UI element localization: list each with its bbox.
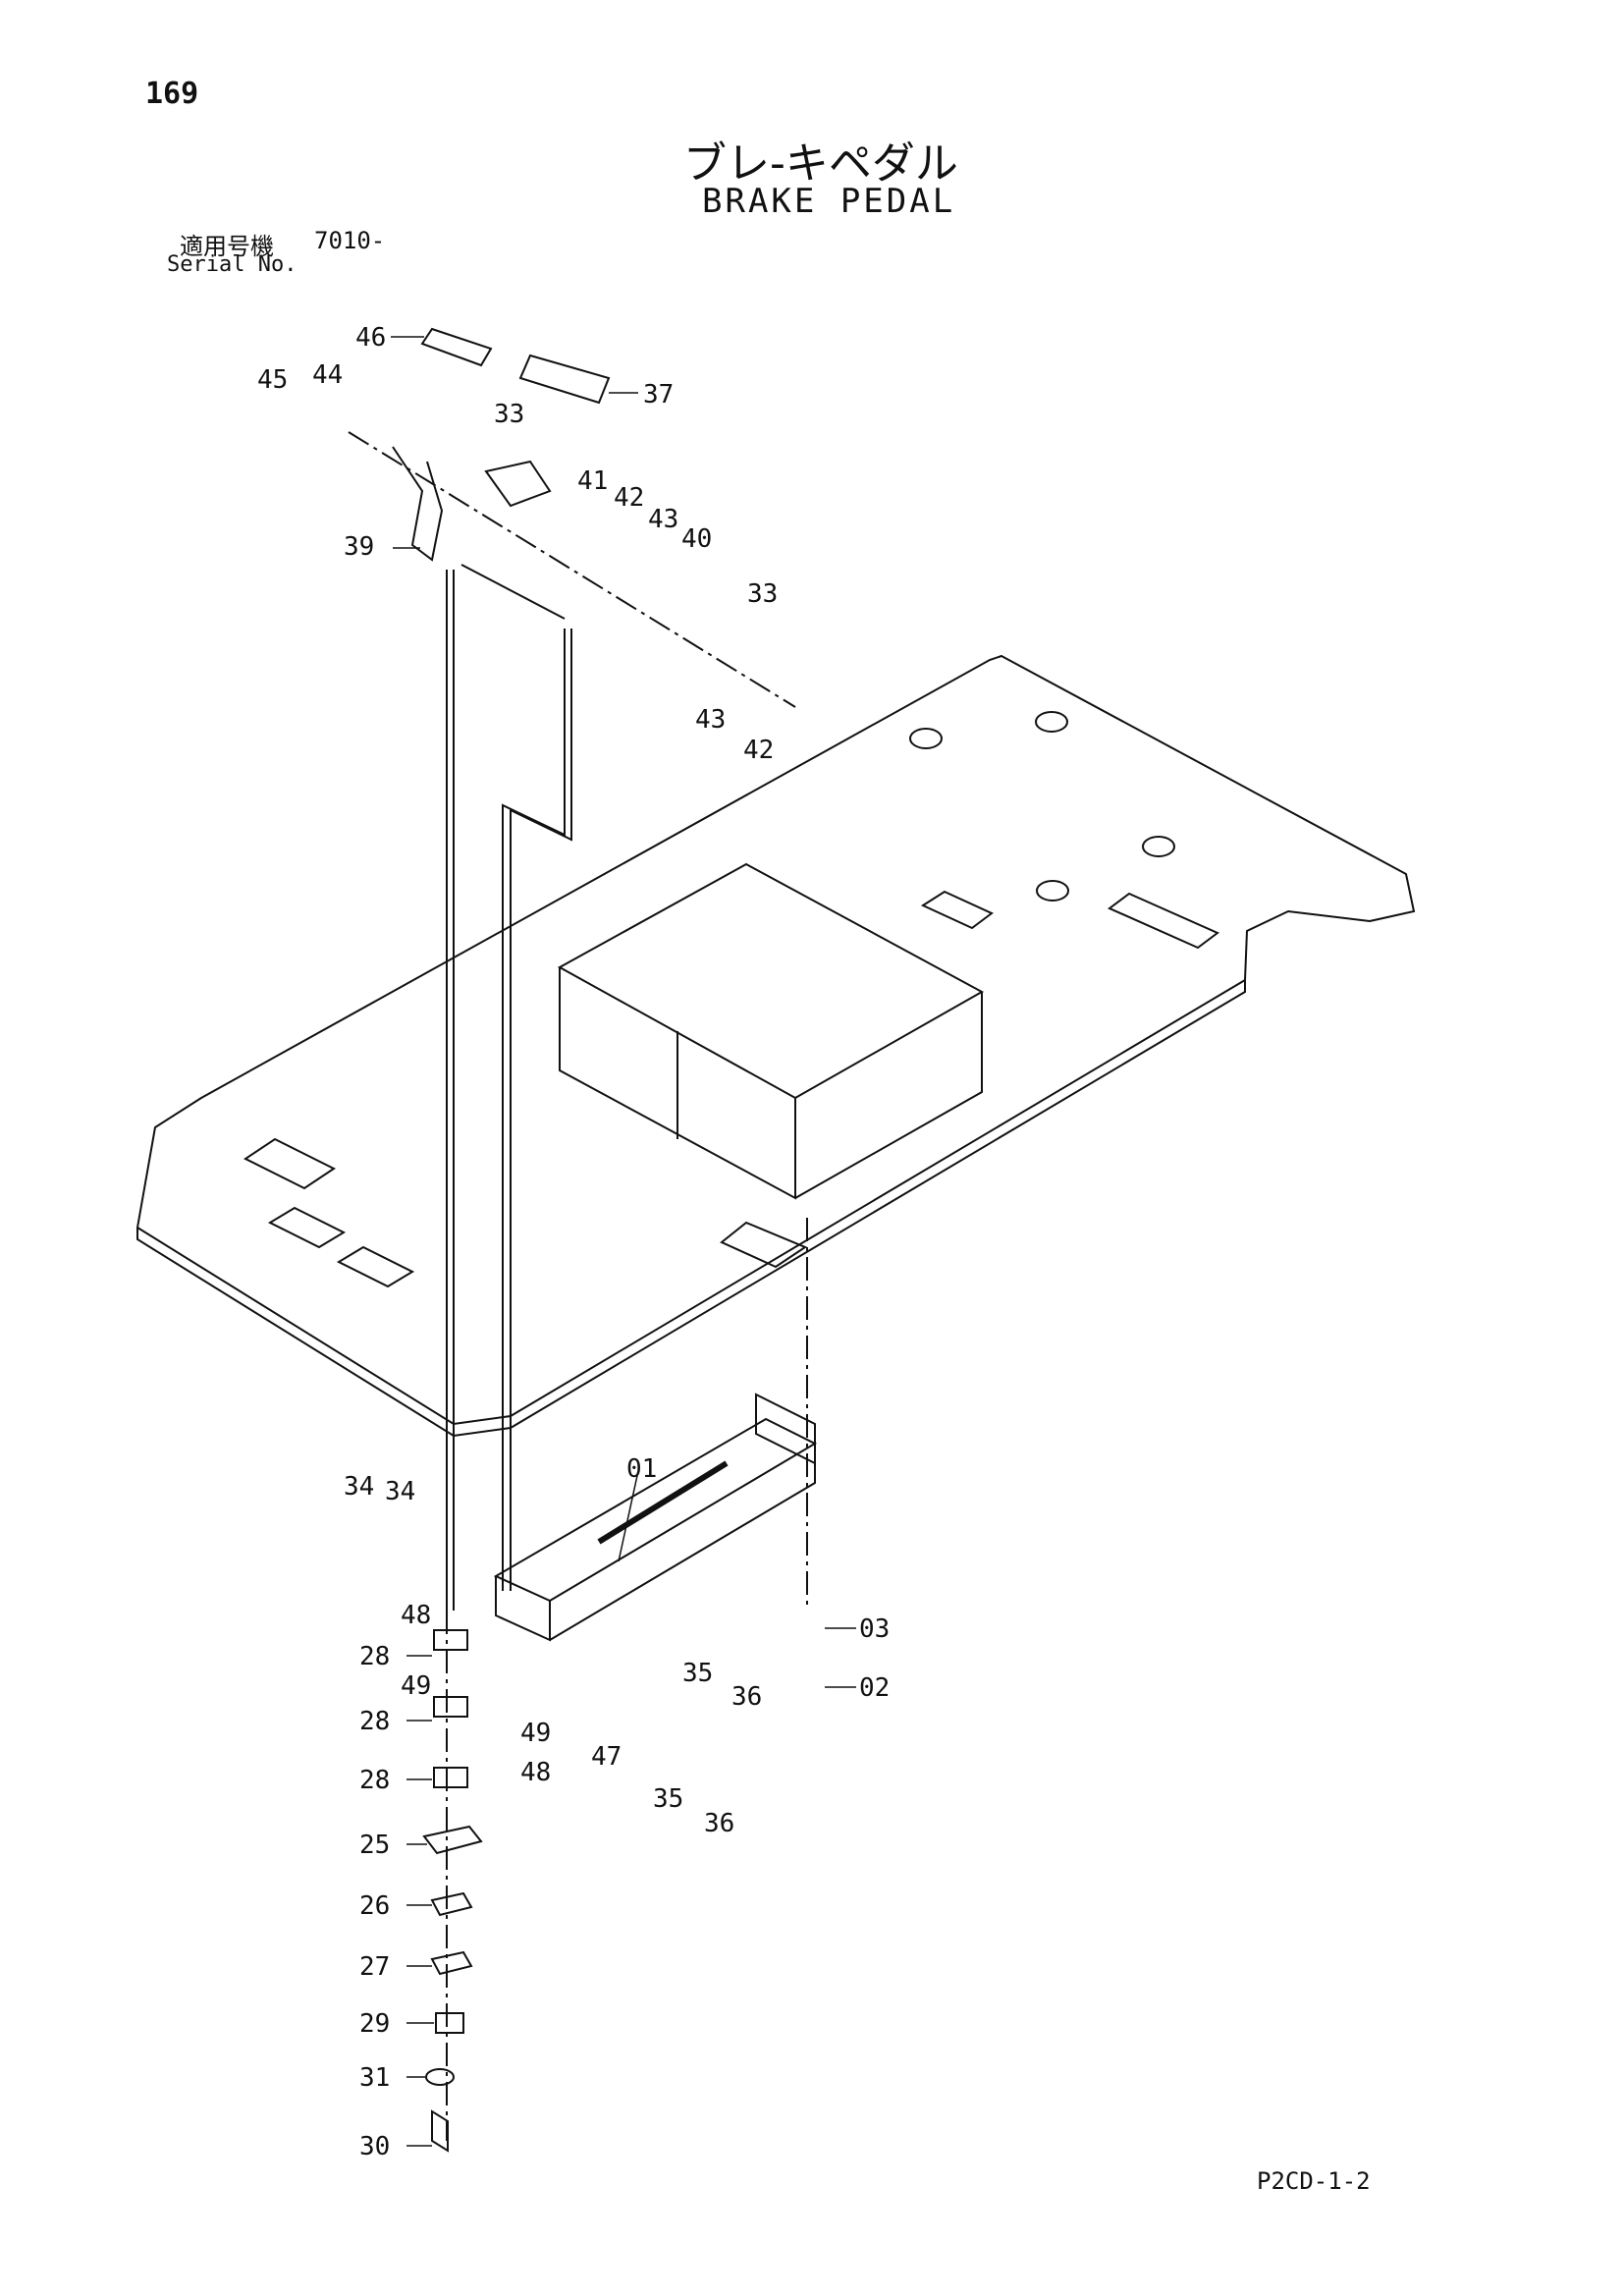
callout-46: 46 bbox=[355, 323, 386, 353]
callout-29: 29 bbox=[359, 2009, 390, 2039]
callout-35-lower: 35 bbox=[653, 1784, 683, 1814]
callout-37: 37 bbox=[643, 380, 674, 410]
serial-number-value: 7010- bbox=[314, 227, 386, 254]
floor-plate-edge bbox=[136, 980, 1246, 1438]
callout-25: 25 bbox=[359, 1831, 390, 1860]
callout-02: 02 bbox=[859, 1673, 890, 1703]
callout-47: 47 bbox=[591, 1742, 622, 1772]
callout-36-upper: 36 bbox=[731, 1682, 762, 1712]
title-english: BRAKE PEDAL bbox=[702, 182, 956, 221]
callout-49-upper: 49 bbox=[401, 1671, 431, 1701]
callout-42-upper: 42 bbox=[614, 483, 644, 513]
drawing-code: P2CD-1-2 bbox=[1257, 2167, 1371, 2195]
linkage-rods bbox=[446, 564, 572, 1611]
pedal-arm bbox=[392, 446, 444, 562]
floor-plate bbox=[135, 654, 1416, 1426]
callout-45: 45 bbox=[257, 365, 288, 395]
callout-28-third: 28 bbox=[359, 1766, 390, 1795]
callout-33-upper: 33 bbox=[494, 400, 524, 429]
callout-41: 41 bbox=[577, 466, 608, 496]
callout-48-lower: 48 bbox=[520, 1758, 551, 1787]
callout-42-lower: 42 bbox=[743, 736, 774, 765]
callout-31: 31 bbox=[359, 2063, 390, 2093]
callout-28-second: 28 bbox=[359, 1707, 390, 1736]
callout-36-lower: 36 bbox=[704, 1809, 734, 1838]
callout-30: 30 bbox=[359, 2132, 390, 2161]
callout-28-first: 28 bbox=[359, 1642, 390, 1671]
brake-valve-assembly bbox=[493, 1393, 818, 1642]
callout-49-lower: 49 bbox=[520, 1719, 551, 1748]
callout-33-right: 33 bbox=[747, 579, 778, 609]
pedal-bracket bbox=[484, 460, 552, 508]
pedal-pad-right bbox=[518, 354, 611, 405]
callout-03: 03 bbox=[859, 1614, 890, 1644]
callout-leaders bbox=[391, 336, 856, 2147]
serial-label-japanese: 適用号機 bbox=[180, 233, 274, 260]
title-japanese: ブレ-キペダル bbox=[683, 138, 958, 189]
controller-box bbox=[557, 862, 985, 1200]
callout-43-upper: 43 bbox=[648, 505, 678, 534]
callout-34-left: 34 bbox=[344, 1472, 374, 1502]
stacked-parts-column bbox=[422, 1611, 483, 2153]
callout-27: 27 bbox=[359, 1952, 390, 1982]
callout-01: 01 bbox=[626, 1454, 657, 1484]
callout-44: 44 bbox=[312, 360, 343, 390]
callout-39: 39 bbox=[344, 532, 374, 562]
serial-label-english: Serial No. bbox=[167, 252, 298, 277]
callout-48-upper: 48 bbox=[401, 1601, 431, 1630]
callout-43-lower: 43 bbox=[695, 705, 726, 735]
callout-34-right: 34 bbox=[385, 1477, 415, 1506]
page-number: 169 bbox=[145, 77, 199, 111]
pedal-shaft-axis bbox=[348, 431, 796, 708]
pedal-pad-left bbox=[420, 327, 493, 367]
callout-35-upper: 35 bbox=[682, 1659, 713, 1688]
callout-40: 40 bbox=[681, 524, 712, 554]
callout-26: 26 bbox=[359, 1891, 390, 1921]
plate-holes bbox=[243, 711, 1219, 1288]
